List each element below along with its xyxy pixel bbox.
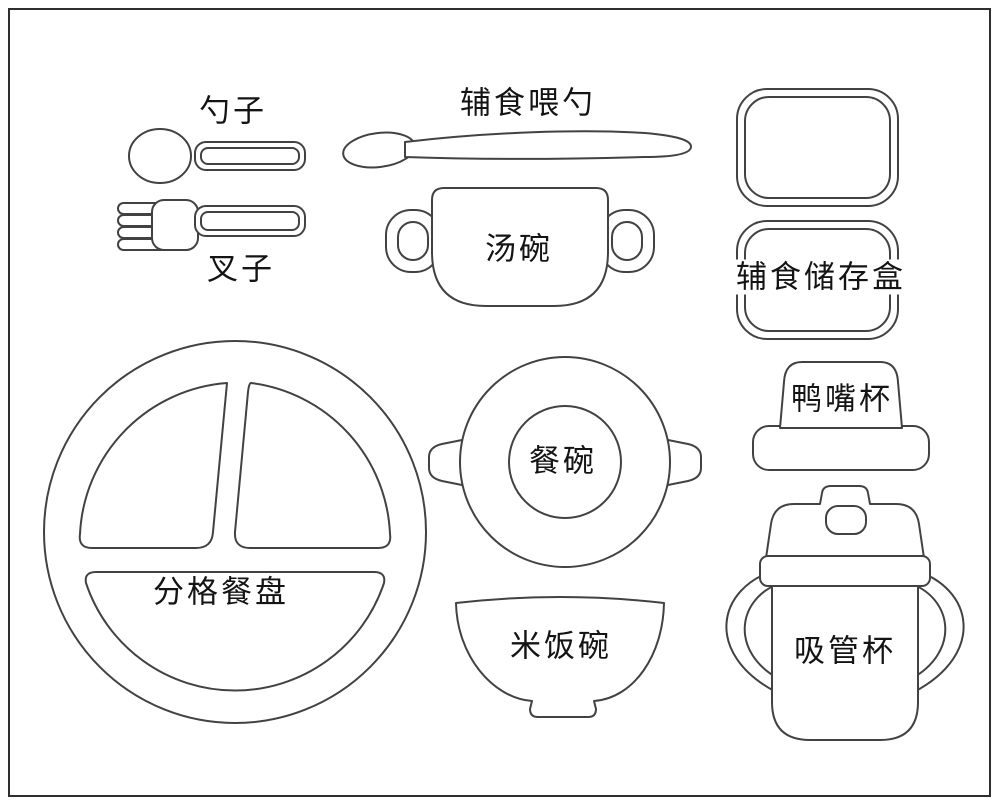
meal-bowl-label: 餐碗 — [529, 443, 597, 479]
spoon-label: 勺子 — [199, 93, 267, 129]
duckbill-cup-label: 鸭嘴杯 — [791, 381, 893, 417]
meal-bowl-drawing — [429, 357, 701, 567]
divided-plate-drawing — [44, 341, 426, 723]
rice-bowl-label: 米饭碗 — [510, 628, 612, 664]
fork-label: 叉子 — [207, 251, 275, 287]
soup-bowl-drawing — [386, 188, 654, 306]
fork-drawing — [118, 200, 305, 250]
storage-box-drawing — [737, 89, 898, 339]
feeding-spoon-drawing — [341, 129, 691, 172]
straw-cup-label: 吸管杯 — [794, 633, 896, 669]
rice-bowl-drawing — [456, 597, 664, 717]
feeding-spoon-label: 辅食喂勺 — [460, 85, 596, 121]
divided-plate-label: 分格餐盘 — [153, 574, 289, 610]
storage-box-label: 辅食储存盒 — [731, 259, 911, 295]
soup-bowl-label: 汤碗 — [485, 231, 553, 267]
straw-cup-drawing — [726, 486, 963, 740]
duckbill-cup-drawing — [753, 362, 929, 470]
spoon-drawing — [129, 129, 305, 183]
